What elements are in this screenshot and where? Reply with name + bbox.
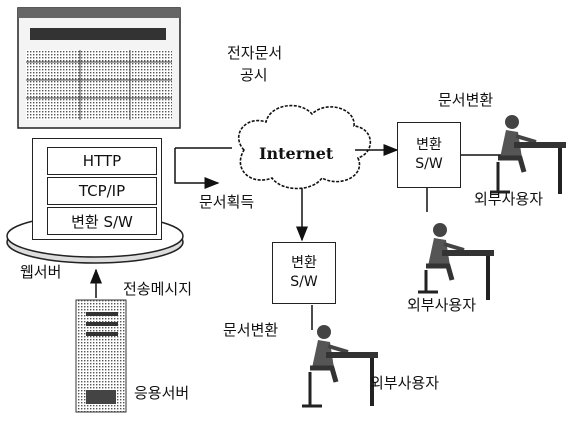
label-doc-convert-bottom: 문서변환 bbox=[223, 321, 279, 339]
server-to-internet-connector bbox=[174, 147, 232, 189]
stack-layer-http: HTTP bbox=[47, 147, 157, 175]
label-external-user-1: 외부사용자 bbox=[474, 190, 544, 208]
internet-cloud bbox=[238, 104, 372, 190]
label-send-message: 전송메시지 bbox=[123, 280, 193, 298]
user-desk-2 bbox=[418, 223, 494, 300]
converter-bottom-line2: S/W bbox=[290, 274, 318, 290]
app-server-tower bbox=[75, 299, 127, 413]
converter-box-right: 변환 S/W bbox=[397, 122, 461, 188]
label-web-publish-line1: 전자문서 bbox=[227, 44, 283, 62]
label-external-user-2: 외부사용자 bbox=[407, 296, 477, 314]
converter-right-line1: 변환 bbox=[416, 137, 442, 154]
web-page-thumbnail bbox=[17, 7, 181, 129]
label-acquire-doc: 문서획득 bbox=[199, 193, 255, 211]
stack-layer-converter: 변환 S/W bbox=[47, 207, 157, 235]
converter-box-bottom: 변환 S/W bbox=[272, 242, 336, 304]
user-desk-3 bbox=[302, 325, 378, 408]
user-desk-1 bbox=[490, 115, 566, 194]
label-web-publish-line2: 공시 bbox=[240, 66, 268, 84]
label-doc-convert-top: 문서변환 bbox=[438, 91, 494, 109]
label-internet: Internet bbox=[259, 144, 334, 163]
stack-layer-tcpip: TCP/IP bbox=[47, 177, 157, 205]
label-web-server: 웹서버 bbox=[20, 263, 62, 281]
converter-bottom-line1: 변환 bbox=[291, 255, 317, 272]
converter-right-connections bbox=[426, 154, 505, 212]
label-external-user-3: 외부사용자 bbox=[370, 374, 440, 392]
converter-right-line2: S/W bbox=[415, 156, 443, 172]
label-app-server: 응용서버 bbox=[134, 384, 190, 402]
web-server-protocol-stack: HTTP TCP/IP 변환 S/W bbox=[32, 138, 162, 240]
